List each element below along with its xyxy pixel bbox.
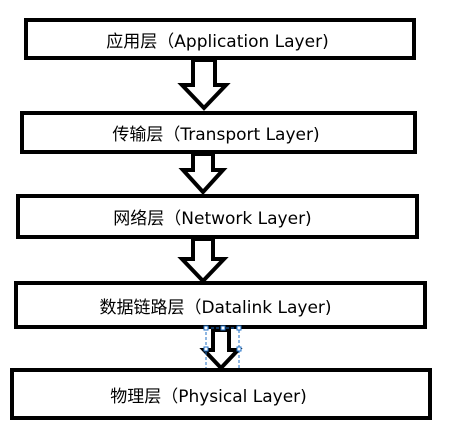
selection-handle[interactable] [236, 346, 242, 352]
selection-handle[interactable] [203, 325, 209, 331]
network-layer-label: 网络层（Network Layer) [113, 209, 312, 229]
application-layer-label: 应用层（Application Layer) [106, 31, 329, 52]
selection-handle[interactable] [220, 325, 226, 331]
transport-layer-label: 传输层（Transport Layer) [112, 125, 320, 145]
selection-handle[interactable] [236, 325, 242, 331]
arrow-transport-to-network [178, 152, 228, 195]
physical-layer-box: 物理层（Physical Layer) [10, 368, 432, 420]
datalink-layer-box: 数据链路层（Datalink Layer) [14, 281, 427, 329]
transport-layer-box: 传输层（Transport Layer) [20, 111, 417, 154]
application-layer-box: 应用层（Application Layer) [24, 18, 416, 60]
arrow-network-to-datalink [177, 237, 229, 284]
physical-layer-label: 物理层（Physical Layer) [110, 386, 307, 407]
selection-handle[interactable] [203, 346, 209, 352]
network-layer-box: 网络层（Network Layer) [16, 194, 419, 239]
datalink-layer-label: 数据链路层（Datalink Layer) [99, 297, 332, 318]
arrow-datalink-to-physical[interactable] [199, 325, 246, 374]
arrow-application-to-transport [177, 58, 231, 111]
